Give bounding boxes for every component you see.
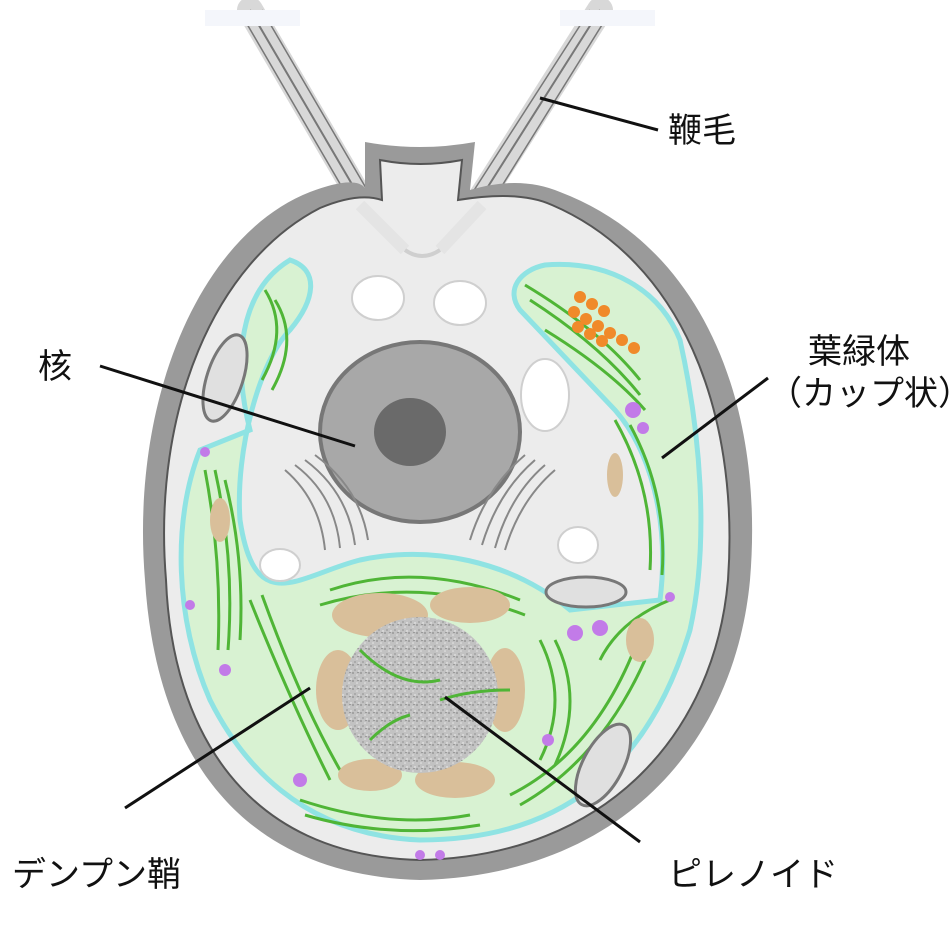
pyrenoid <box>342 617 498 773</box>
label-flagella-text: 鞭毛 <box>668 111 736 151</box>
label-flagella: 鞭毛 <box>540 98 736 151</box>
label-chloroplast-line1: 葉緑体 <box>808 332 910 372</box>
label-chloroplast-line2: （カップ状） <box>768 374 950 414</box>
label-starch-sheath-text: デンプン鞘 <box>12 855 181 895</box>
label-pyrenoid-text: ピレノイド <box>668 855 838 895</box>
nucleolus <box>374 398 446 466</box>
label-nucleus-text: 核 <box>38 347 72 387</box>
